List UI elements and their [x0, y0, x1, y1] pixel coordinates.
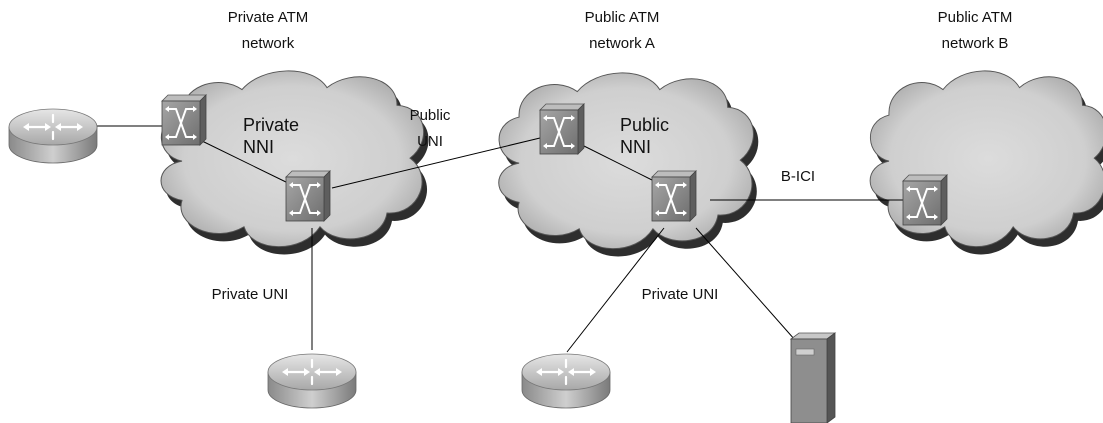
public-a-network-title-line1: Public ATM	[585, 9, 660, 26]
link-private-switch-1-to-private-switch-2	[199, 139, 289, 184]
private-network-title-line2: network	[242, 35, 295, 52]
router-icon-public-uni[interactable]	[520, 352, 612, 410]
cloud-public-atm-network-b	[869, 70, 1103, 255]
router-icon-left[interactable]	[7, 107, 99, 165]
cloud-public-atm-network-a	[498, 72, 759, 257]
public-nni-label-line2: NNI	[620, 137, 651, 157]
public-b-network-title-line2: network B	[942, 35, 1009, 52]
private-network-title-line1: Private ATM	[228, 9, 309, 26]
public-nni-label-line1: Public	[620, 115, 669, 135]
link-public-switch-2-to-server	[695, 227, 796, 341]
public-uni-label-line2: UNI	[417, 133, 443, 150]
public-b-network-title-line1: Public ATM	[938, 9, 1013, 26]
atm-switch-icon-public-a-1[interactable]	[539, 103, 585, 155]
b-ici-label: B-ICI	[781, 168, 815, 185]
link-public-uni	[331, 137, 541, 189]
public-uni-label-line1: Public	[410, 107, 451, 124]
router-icon-private-uni[interactable]	[266, 352, 358, 410]
private-nni-label-line2: NNI	[243, 137, 274, 157]
links	[95, 125, 905, 353]
private-uni-label-right: Private UNI	[642, 286, 719, 303]
atm-switch-icon-private-2[interactable]	[285, 170, 331, 222]
link-public-switch-1-to-public-switch-2	[579, 143, 653, 181]
public-a-network-title-line2: network A	[589, 35, 655, 52]
atm-switch-icon-private-1[interactable]	[161, 94, 207, 146]
atm-switch-icon-public-a-2[interactable]	[651, 170, 697, 222]
private-uni-label-left: Private UNI	[212, 286, 289, 303]
server-icon[interactable]	[790, 332, 836, 423]
link-public-switch-2-to-router	[566, 227, 665, 353]
private-nni-label-line1: Private	[243, 115, 299, 135]
atm-switch-icon-public-b[interactable]	[902, 174, 948, 226]
